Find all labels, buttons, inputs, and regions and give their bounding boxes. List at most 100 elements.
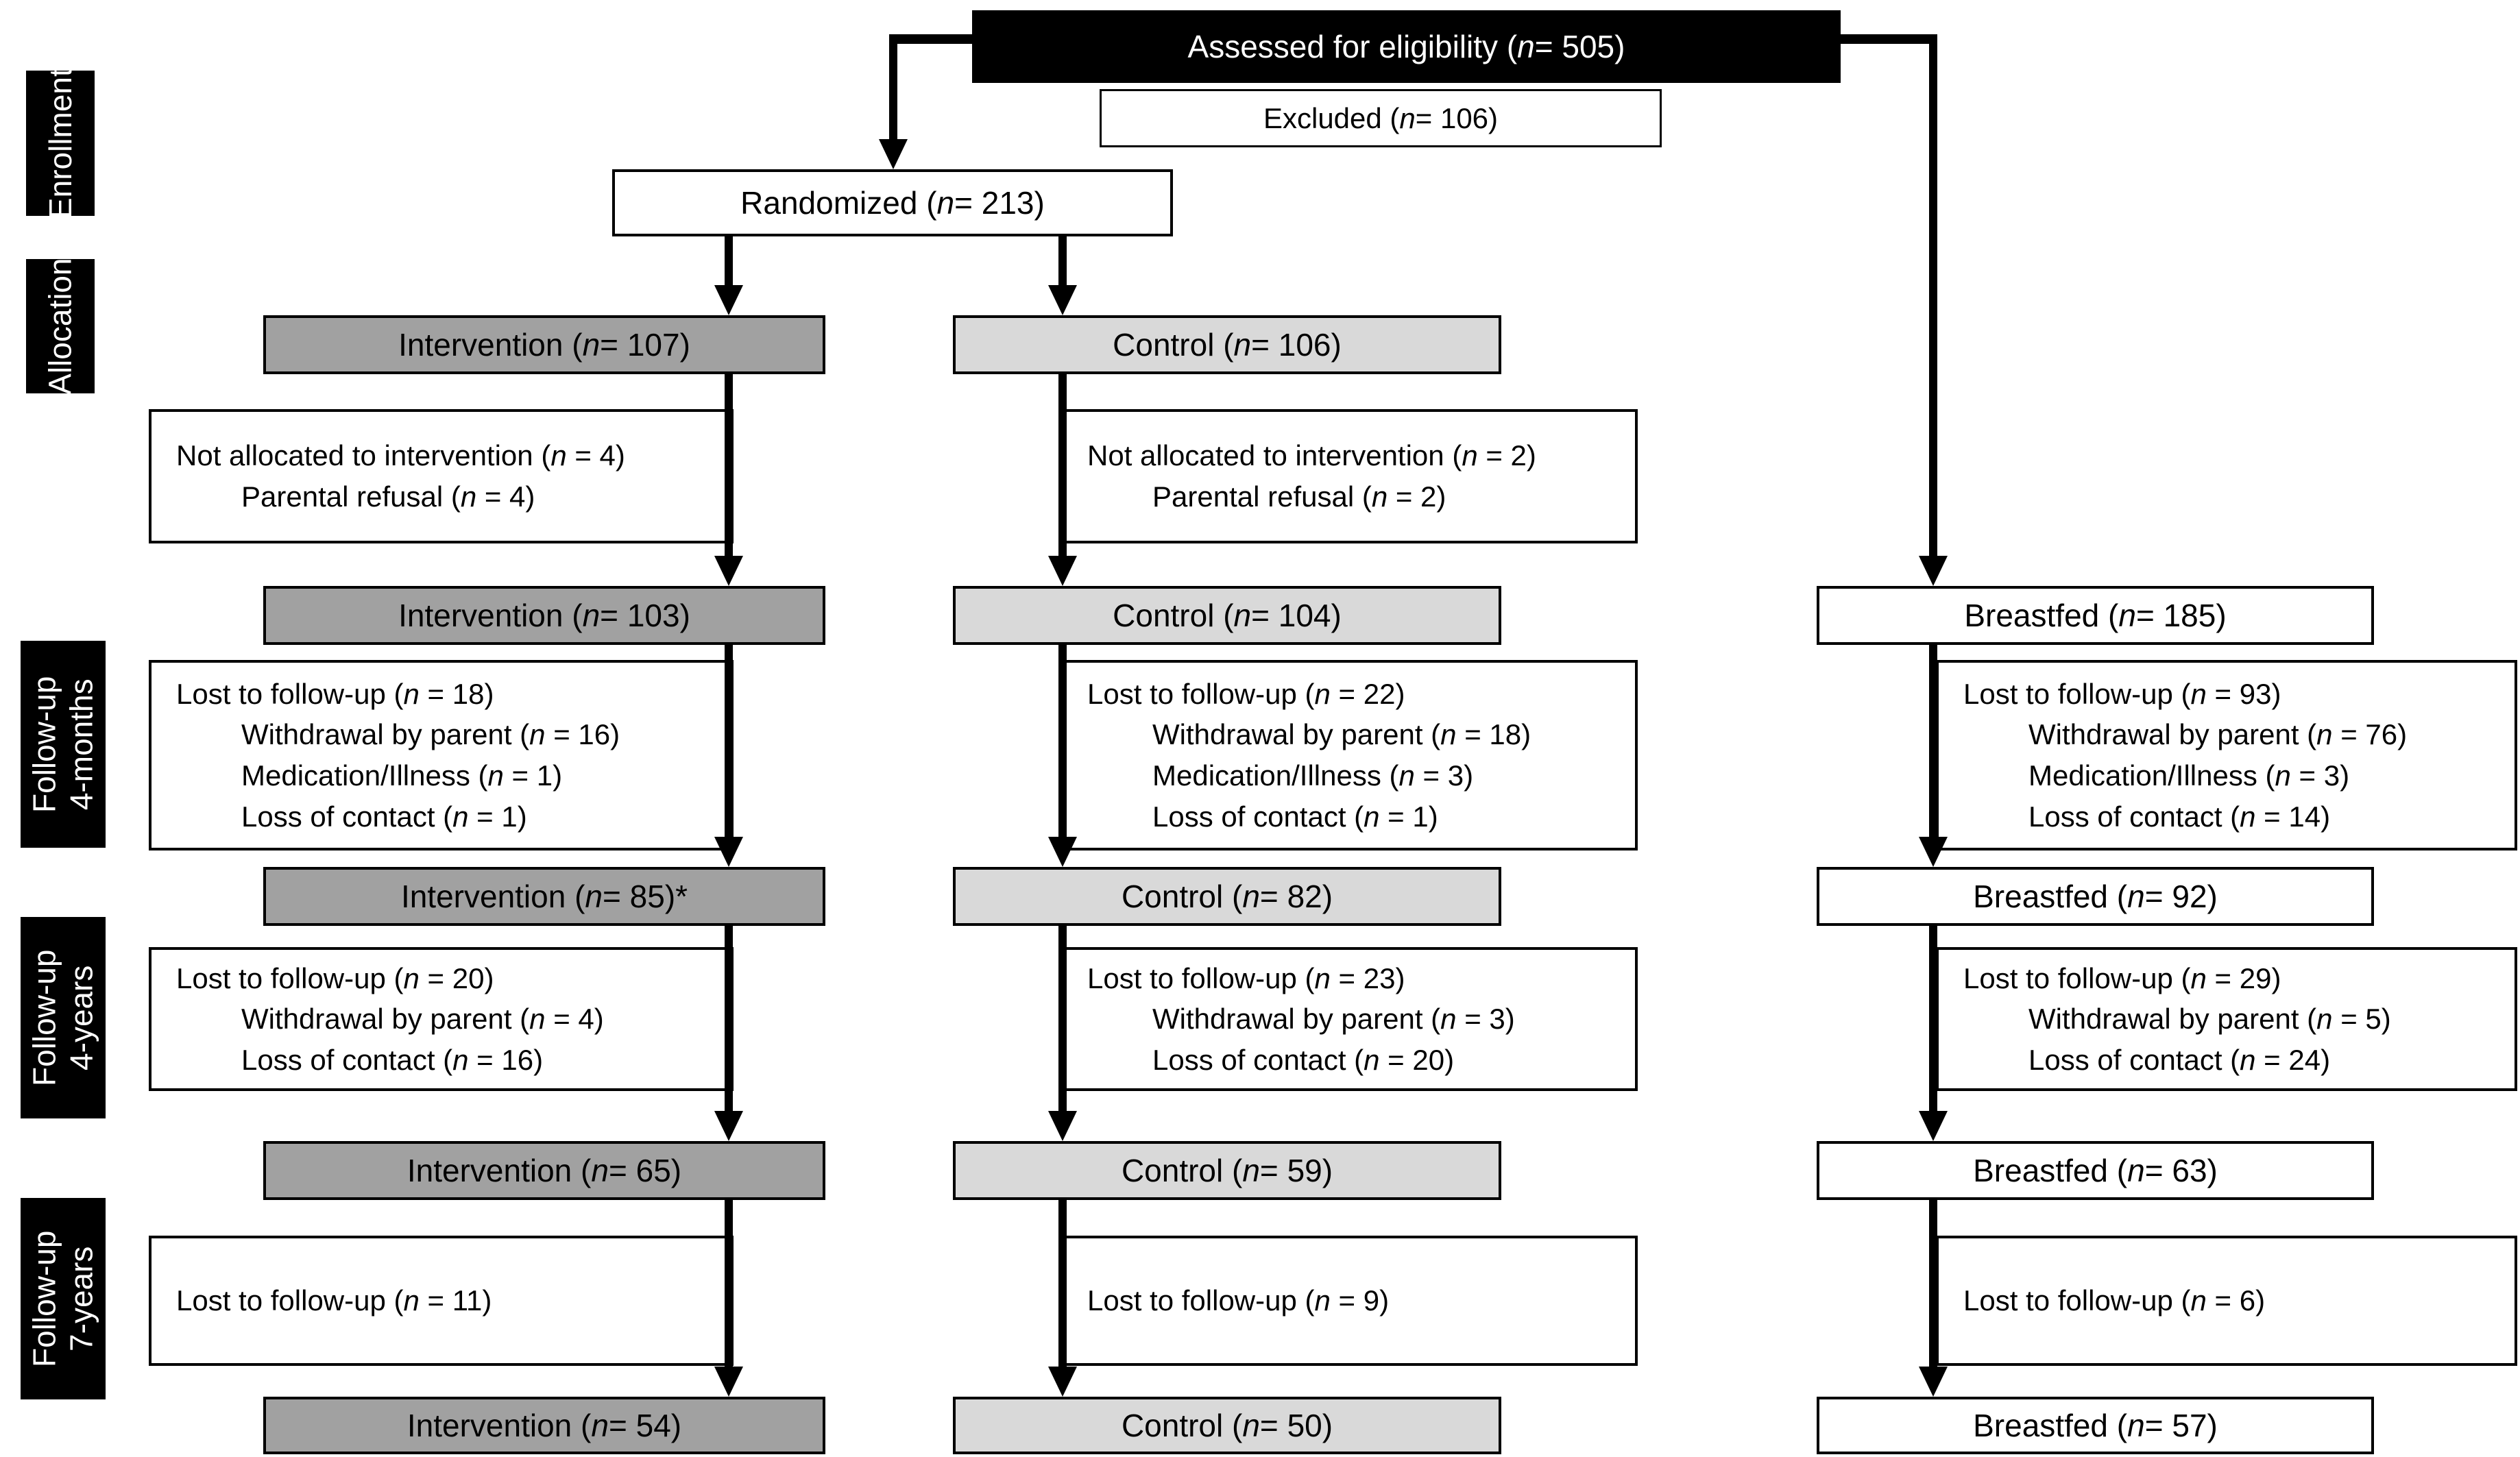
loss-line: Medication/Illness (n = 3) [1152,759,1474,792]
control-lost-4months-box: Lost to follow-up (n = 22) Withdrawal by… [1060,660,1638,850]
loss-line: Medication/Illness (n = 3) [2028,759,2350,792]
control-after-4years-box: Control (n = 59) [953,1141,1501,1200]
stage-label-followup-4-months: Follow-up 4-months [21,641,106,848]
control-lost-7years-box: Lost to follow-up (n = 9) [1060,1236,1638,1366]
loss-line: Lost to follow-up (n = 23) [1087,962,1405,994]
randomized-box: Randomized (n = 213) [612,169,1173,236]
connector-line [725,645,733,838]
intervention-lost-4months-box: Lost to follow-up (n = 18) Withdrawal by… [149,660,734,850]
connector-line [1929,645,1937,838]
loss-line: Loss of contact (n = 20) [1152,1043,1455,1076]
stage-label-text: Follow-up [26,676,62,813]
arrowhead-icon [1919,1367,1948,1397]
loss-line: Not allocated to intervention (n = 4) [176,439,625,472]
arrowhead-icon [714,556,743,586]
arrowhead-icon [1919,837,1948,867]
stage-label-text: Follow-up [26,1230,62,1367]
intervention-lost-7years-box: Lost to follow-up (n = 11) [149,1236,734,1366]
arrowhead-icon [1048,1111,1077,1141]
stage-label-allocation: Allocation [26,258,95,395]
stage-label-text: Follow-up [26,949,62,1086]
control-allocated-box: Control (n = 106) [953,315,1501,374]
assessed-for-eligibility-box: Assessed for eligibility (n = 505) [972,10,1841,83]
breastfed-after-4years-box: Breastfed (n = 63) [1817,1141,2374,1200]
loss-line: Lost to follow-up (n = 9) [1087,1284,1390,1317]
loss-line: Withdrawal by parent (n = 5) [2028,1003,2391,1036]
connector-line [725,374,733,557]
arrowhead-icon [714,1111,743,1141]
connector-line [1841,34,1937,44]
loss-line: Withdrawal by parent (n = 4) [241,1003,604,1036]
connector-line [725,1200,733,1368]
excluded-box: Excluded (n = 106) [1100,89,1662,147]
breastfed-lost-4months-box: Lost to follow-up (n = 93) Withdrawal by… [1936,660,2517,850]
loss-line: Loss of contact (n = 16) [241,1043,544,1076]
control-after-allocation-box: Control (n = 104) [953,586,1501,645]
arrowhead-icon [1048,556,1077,586]
stage-label-enrollment: Enrollment [26,68,95,219]
loss-line: Lost to follow-up (n = 29) [1963,962,2281,994]
stage-label-followup-4-years: Follow-up 4-years [21,917,106,1118]
connector-line [1929,34,1937,557]
loss-line: Loss of contact (n = 1) [241,800,527,833]
stage-label-text: 7-years [64,1246,100,1351]
loss-line: Loss of contact (n = 24) [2028,1043,2331,1076]
loss-line: Lost to follow-up (n = 22) [1087,677,1405,710]
control-not-allocated-box: Not allocated to intervention (n = 2) Pa… [1060,409,1638,543]
loss-line: Lost to follow-up (n = 18) [176,677,494,710]
loss-line: Lost to follow-up (n = 11) [176,1284,492,1317]
arrowhead-icon [879,139,908,169]
loss-line: Withdrawal by parent (n = 3) [1152,1003,1515,1036]
stage-label-text: 4-years [64,965,100,1070]
connector-line [1058,926,1067,1112]
intervention-allocated-box: Intervention (n = 107) [263,315,825,374]
connector-line [1058,645,1067,838]
connector-line [725,236,733,286]
loss-line: Withdrawal by parent (n = 18) [1152,718,1531,751]
loss-line: Not allocated to intervention (n = 2) [1087,439,1536,472]
connector-line [889,34,972,44]
arrowhead-icon [714,285,743,315]
breastfed-after-7years-box: Breastfed (n = 57) [1817,1397,2374,1454]
loss-line: Loss of contact (n = 1) [1152,800,1438,833]
connector-line [1058,236,1067,286]
stage-label-text: Allocation [42,258,78,395]
control-after-7years-box: Control (n = 50) [953,1397,1501,1454]
loss-line: Withdrawal by parent (n = 16) [241,718,620,751]
connector-line [1058,1200,1067,1368]
breastfed-lost-7years-box: Lost to follow-up (n = 6) [1936,1236,2517,1366]
control-after-4months-box: Control (n = 82) [953,867,1501,926]
loss-line: Medication/Illness (n = 1) [241,759,563,792]
arrowhead-icon [1048,1367,1077,1397]
connector-line [1929,1200,1937,1368]
loss-line: Parental refusal (n = 4) [241,480,535,513]
breastfed-after-4months-box: Breastfed (n = 92) [1817,867,2374,926]
intervention-lost-4years-box: Lost to follow-up (n = 20) Withdrawal by… [149,947,734,1091]
loss-line: Withdrawal by parent (n = 76) [2028,718,2408,751]
arrowhead-icon [1048,285,1077,315]
loss-line: Lost to follow-up (n = 6) [1963,1284,2266,1317]
stage-label-text: Enrollment [42,68,78,219]
control-lost-4years-box: Lost to follow-up (n = 23) Withdrawal by… [1060,947,1638,1091]
intervention-after-allocation-box: Intervention (n = 103) [263,586,825,645]
arrowhead-icon [714,837,743,867]
stage-label-text: 4-months [64,678,100,810]
stage-label-followup-7-years: Follow-up 7-years [21,1198,106,1399]
connector-line [1058,374,1067,557]
connector-line [725,926,733,1112]
intervention-after-7years-box: Intervention (n = 54) [263,1397,825,1454]
loss-line: Lost to follow-up (n = 93) [1963,677,2281,710]
intervention-after-4years-box: Intervention (n = 65) [263,1141,825,1200]
breastfed-entered-box: Breastfed (n = 185) [1817,586,2374,645]
intervention-not-allocated-box: Not allocated to intervention (n = 4) Pa… [149,409,734,543]
breastfed-lost-4years-box: Lost to follow-up (n = 29) Withdrawal by… [1936,947,2517,1091]
intervention-after-4months-box: Intervention (n = 85)* [263,867,825,926]
arrowhead-icon [1919,556,1948,586]
arrowhead-icon [1048,837,1077,867]
arrowhead-icon [1919,1111,1948,1141]
loss-line: Lost to follow-up (n = 20) [176,962,494,994]
loss-line: Parental refusal (n = 2) [1152,480,1446,513]
connector-line [889,34,897,140]
loss-line: Loss of contact (n = 14) [2028,800,2331,833]
